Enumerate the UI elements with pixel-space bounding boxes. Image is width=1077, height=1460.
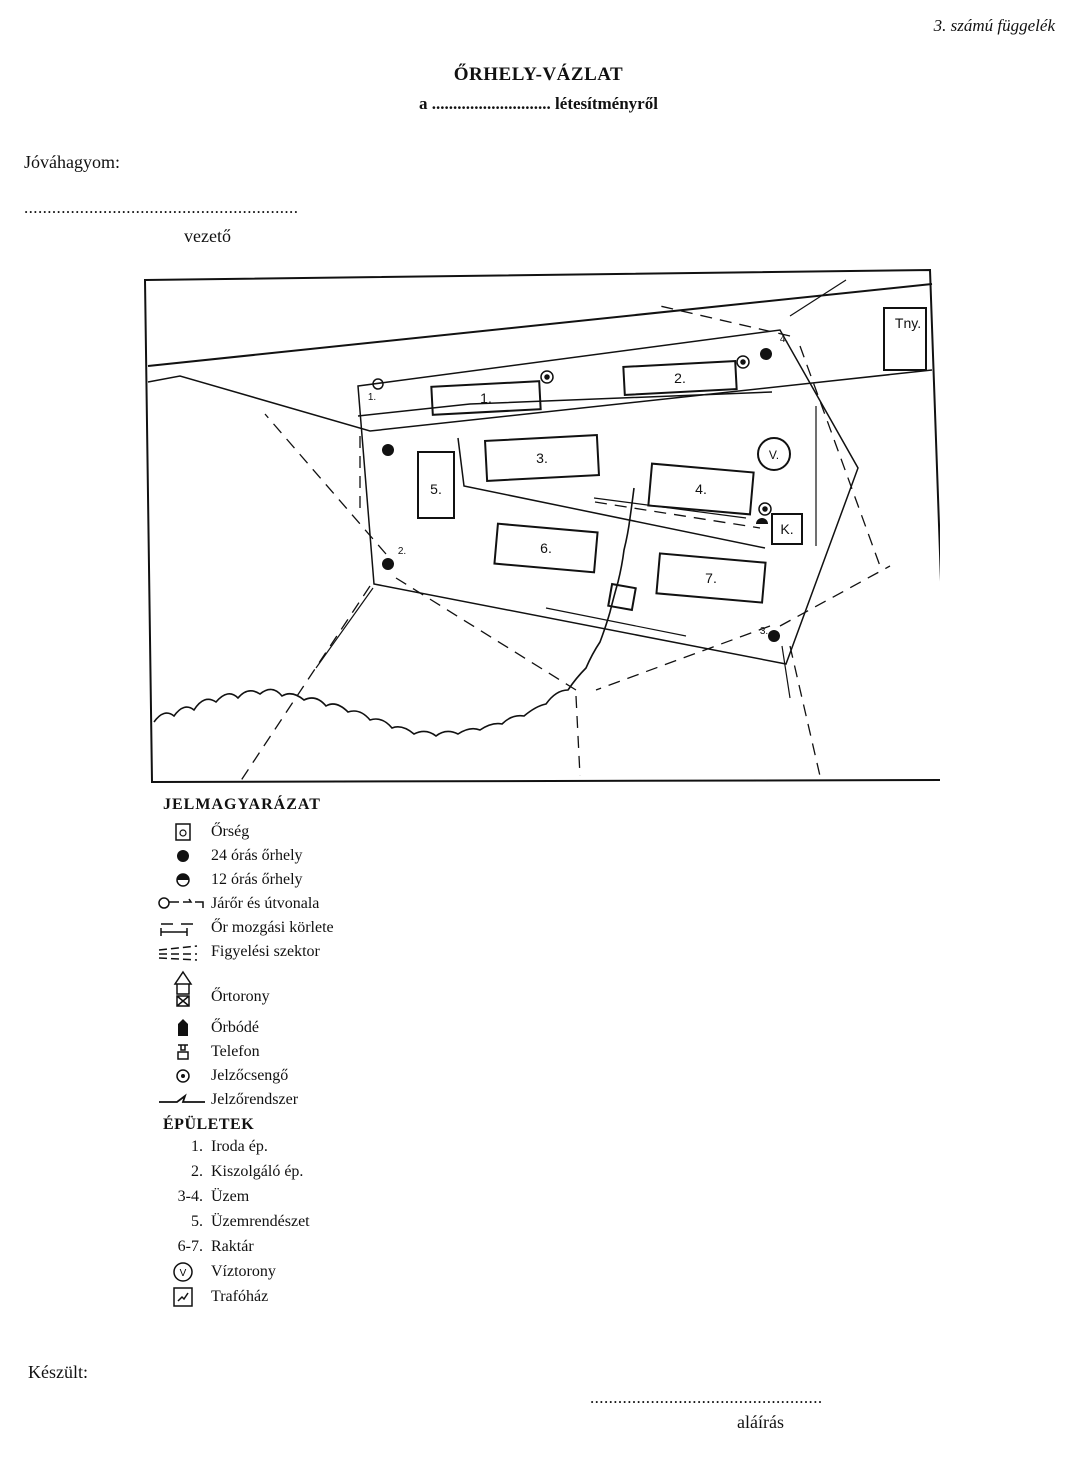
label-t4: 4. xyxy=(780,334,788,345)
building-k xyxy=(771,513,803,545)
transformer xyxy=(607,582,637,612)
legend-item: Őrtorony xyxy=(155,964,555,1016)
filled-circle-icon xyxy=(155,846,211,866)
legend-item: Őr mozgási körlete xyxy=(155,916,555,940)
legend-item: Jelzőrendszer xyxy=(155,1088,555,1112)
label-k: K. xyxy=(780,521,793,537)
legend-item: Figyelési szektor xyxy=(155,940,555,964)
appendix-label: 3. számú függelék xyxy=(933,16,1055,35)
observation-sector-icon xyxy=(155,942,211,962)
legend-item: Telefon xyxy=(155,1040,555,1064)
approval-role: vezető xyxy=(184,226,231,246)
label-t3: 3. xyxy=(760,626,768,637)
buildings-title: ÉPÜLETEK xyxy=(163,1116,255,1133)
building-6 xyxy=(493,522,599,574)
label-b5: 5. xyxy=(430,481,442,497)
building-legend-item: 5.Üzemrendészet xyxy=(191,1212,310,1230)
svg-text:V: V xyxy=(180,1268,187,1279)
legend-item: 24 órás őrhely xyxy=(155,844,555,868)
12h-post xyxy=(756,518,768,524)
watchtower-icon xyxy=(155,970,211,1010)
24h-post-a xyxy=(382,444,394,456)
building-legend-item: Trafóház xyxy=(155,1284,555,1309)
label-v: V. xyxy=(769,448,779,462)
label-b1: 1. xyxy=(480,390,492,406)
map-frame xyxy=(143,268,940,784)
guard-post-map: 1. 2. 3. 4. 5. 6. 7. K. V. Tny. 1. 2. 3.… xyxy=(143,268,940,784)
legend-item: Jelzőcsengő xyxy=(155,1064,555,1088)
building-legend-item: V Víztorony xyxy=(155,1259,555,1284)
label-b6: 6. xyxy=(540,540,552,556)
signature-line: ........................................… xyxy=(590,1388,823,1407)
building-4 xyxy=(647,462,755,516)
24h-post-d xyxy=(768,630,780,642)
signature-label: aláírás xyxy=(737,1412,784,1432)
guard-house-icon xyxy=(155,822,211,842)
sentry-box-icon xyxy=(155,1018,211,1038)
legend-item: 12 órás őrhely xyxy=(155,868,555,892)
legend-item: Őrség xyxy=(155,820,555,844)
water-tower xyxy=(757,437,791,471)
label-b4: 4. xyxy=(695,481,707,497)
forest-edge xyxy=(153,487,635,738)
site-fence xyxy=(357,329,859,665)
road-edge-top xyxy=(147,283,933,367)
building-3 xyxy=(483,434,601,482)
approval-signature-line: ........................................… xyxy=(24,198,299,217)
label-tny: Tny. xyxy=(895,315,921,331)
label-b7: 7. xyxy=(705,570,717,586)
transformer-icon xyxy=(155,1286,211,1308)
made-label: Készült: xyxy=(28,1362,88,1382)
label-t2: 2. xyxy=(398,546,406,557)
legend: JELMAGYARÁZAT Őrség 24 órás őrhely 12 ór… xyxy=(155,796,555,1309)
legend-item: Őrbódé xyxy=(155,1016,555,1040)
building-legend-item: 1.Iroda ép. xyxy=(191,1137,268,1155)
building-5 xyxy=(417,451,455,519)
movement-area-icon xyxy=(155,918,211,938)
road-edge-bottom xyxy=(147,369,933,432)
building-1 xyxy=(430,380,542,416)
legend-item: Járőr és útvonala xyxy=(155,892,555,916)
building-legend-item: 3-4.Üzem xyxy=(177,1187,250,1205)
building-legend-item: 2.Kiszolgáló ép. xyxy=(191,1162,304,1180)
patrol-route-icon xyxy=(155,894,211,914)
building-legend-item: 6-7.Raktár xyxy=(177,1237,254,1255)
document-subtitle: a ............................ létesítmé… xyxy=(419,94,658,113)
label-b2: 2. xyxy=(674,370,686,386)
label-t1: 1. xyxy=(368,392,376,403)
building-2 xyxy=(622,360,738,396)
document-title: ŐRHELY-VÁZLAT xyxy=(453,64,624,85)
label-b3: 3. xyxy=(536,450,548,466)
24h-post-c xyxy=(760,348,772,360)
building-tny xyxy=(883,307,927,371)
alarm-bell-icon xyxy=(155,1066,211,1086)
building-7 xyxy=(655,552,767,604)
alarm-system-icon xyxy=(155,1090,211,1110)
approval-label: Jóváhagyom: xyxy=(24,152,120,172)
water-tower-icon: V xyxy=(155,1261,211,1283)
legend-title: JELMAGYARÁZAT xyxy=(163,796,321,813)
half-circle-icon xyxy=(155,870,211,890)
24h-post-b xyxy=(382,558,394,570)
telephone-icon xyxy=(155,1042,211,1062)
